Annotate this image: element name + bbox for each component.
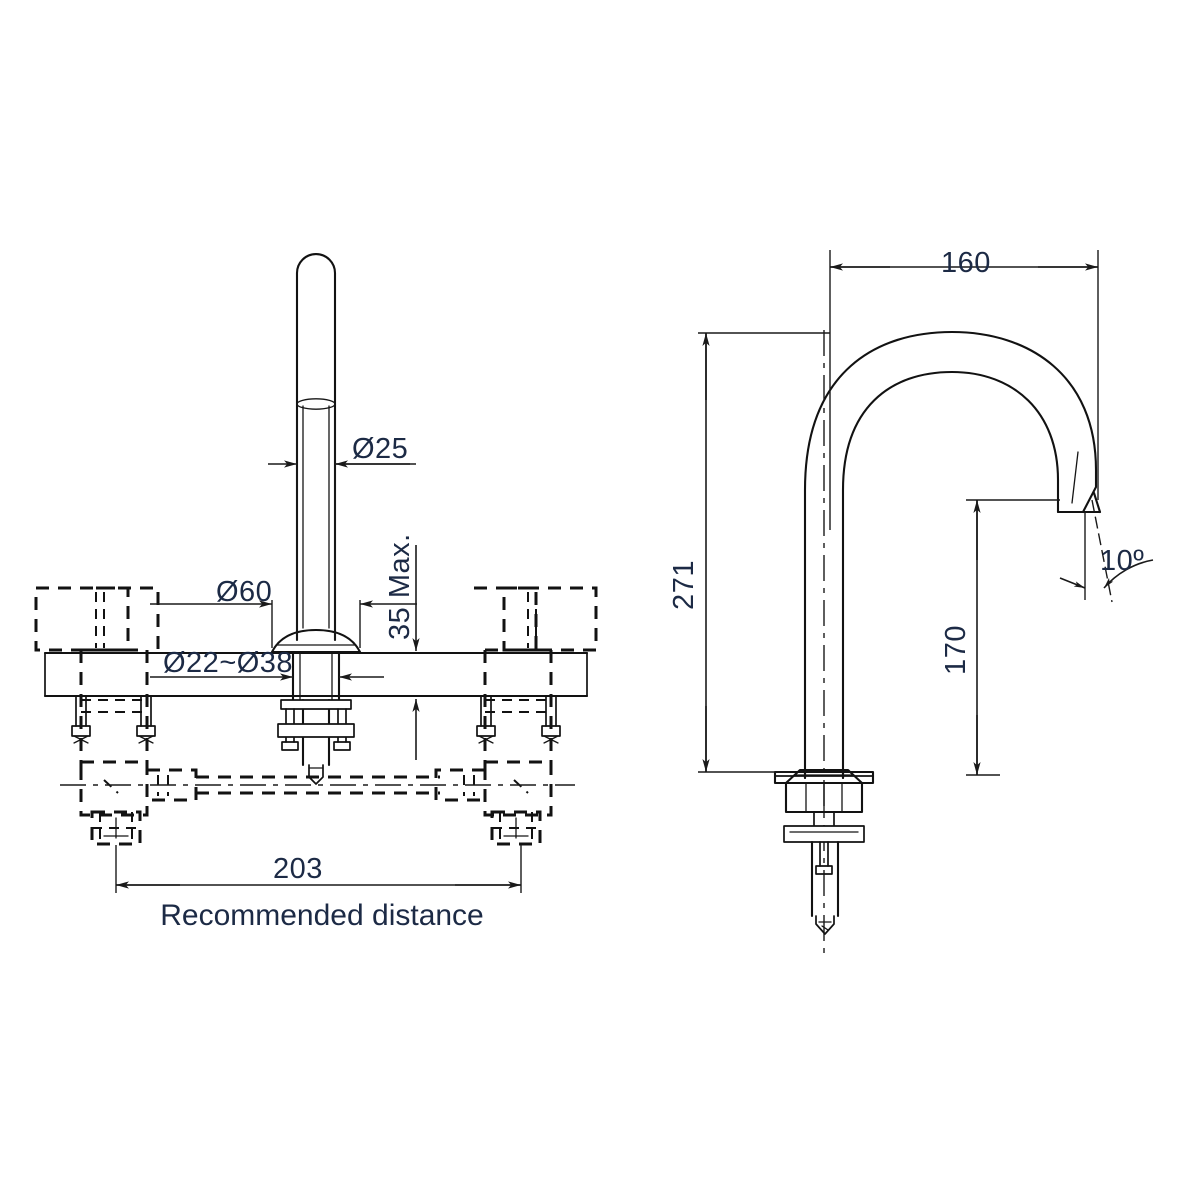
front-view: Ø25 Ø60 Ø22~Ø38 35 Max.: [34, 253, 598, 932]
dim-label-angle-10: 10º: [1100, 545, 1144, 577]
mounting-hardware-side: [773, 768, 875, 935]
counter-deck: [43, 651, 589, 698]
dim-271: 271: [668, 332, 830, 773]
dim-160: 160: [829, 247, 1099, 530]
caption-recommended-distance: Recommended distance: [160, 899, 484, 932]
dim-label-dia25: Ø25: [352, 433, 408, 465]
valve-nut-right-b: [541, 696, 561, 744]
dim-dia60: Ø60: [150, 576, 417, 648]
dim-170: 170: [940, 499, 1060, 776]
dim-label-170: 170: [940, 625, 972, 675]
dim-dia25: Ø25: [268, 420, 416, 640]
valve-nut-left-b: [136, 696, 156, 744]
escutcheon-base: [270, 628, 362, 654]
valve-nut-left-a: [71, 696, 91, 744]
dim-label-160: 160: [941, 247, 991, 279]
mounting-hardware-center: [277, 650, 355, 785]
dim-label-35-max: 35 Max.: [384, 533, 416, 640]
dim-label-203: 203: [273, 853, 323, 885]
dim-label-271: 271: [668, 560, 700, 610]
dim-angle-10: 10º: [1059, 499, 1154, 603]
valve-nut-right-a: [476, 696, 496, 744]
hidden-valve-group-left: [34, 586, 440, 846]
spout-tube: [295, 253, 337, 642]
dim-203: 203 Recommended distance: [115, 845, 522, 932]
dim-label-dia22-38: Ø22~Ø38: [163, 647, 293, 679]
dim-dia22-38: Ø22~Ø38: [150, 647, 384, 681]
dim-label-dia60: Ø60: [216, 576, 272, 608]
dim-35-max: 35 Max.: [384, 533, 420, 760]
gooseneck-spout: [803, 330, 1102, 780]
side-view: 160 271 170 10º: [668, 247, 1154, 960]
hidden-valve-group-right: [434, 586, 598, 846]
